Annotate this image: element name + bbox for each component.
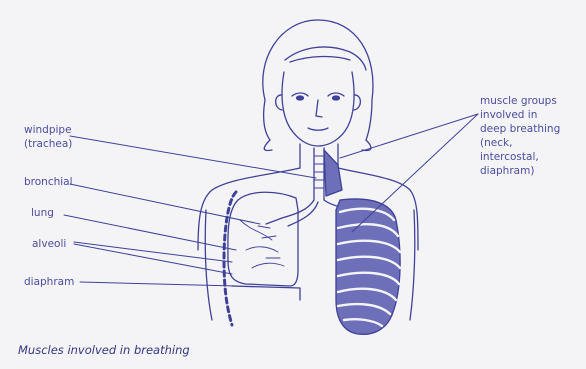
caption: Muscles involved in breathing xyxy=(18,343,190,357)
label-windpipe: windpipe xyxy=(24,124,72,136)
leader-lines xyxy=(64,114,478,286)
label-muscles-line1: muscle groups xyxy=(480,95,557,107)
label-trachea: (trachea) xyxy=(24,138,72,150)
left-rib-edge xyxy=(224,192,300,325)
rib-cage xyxy=(336,199,400,334)
label-lung: lung xyxy=(31,207,54,219)
head-outline xyxy=(263,20,373,168)
left-lung xyxy=(228,192,298,286)
neck-muscles xyxy=(324,150,342,196)
label-muscles-line3: deep breathing xyxy=(480,123,560,135)
label-diaphram: diaphram xyxy=(24,276,74,288)
label-alveoli: alveoli xyxy=(32,238,66,250)
label-bronchial: bronchial xyxy=(24,176,73,188)
trachea xyxy=(314,148,324,200)
right-body-side xyxy=(410,210,415,320)
label-muscles-line5: intercostal, xyxy=(480,151,539,163)
label-muscles-line4: (neck, xyxy=(480,137,512,149)
label-muscles-line6: diaphram) xyxy=(480,165,534,177)
left-body-side xyxy=(205,210,212,320)
label-muscles-line2: involved in xyxy=(480,109,537,121)
